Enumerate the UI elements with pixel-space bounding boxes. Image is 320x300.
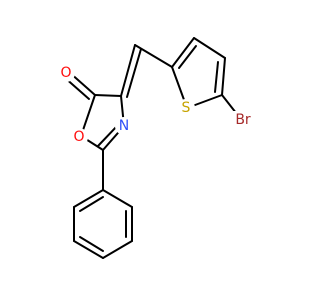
- atom-label-s: S: [182, 100, 191, 116]
- bond-c4-ch-double: [126, 48, 142, 98]
- structure-diagram: O O N S Br: [57, 37, 254, 259]
- atom-bromine: Br: [232, 111, 254, 129]
- bond-th-c4-c5: [221, 57, 226, 96]
- bond-ph-6-1: [73, 189, 104, 208]
- bond-th-c2-c3: [171, 37, 195, 68]
- bond-ph-1-2: [102, 189, 133, 208]
- bond-th-c2-c3-double: [178, 45, 197, 69]
- bond-c2-n-double: [97, 124, 119, 147]
- atom-ring-oxygen: O: [70, 128, 88, 146]
- atom-label-o-ring: O: [73, 129, 84, 145]
- bond-ch-thiophene: [134, 44, 173, 68]
- atom-label-br: Br: [235, 112, 251, 128]
- bond-c5-c4: [94, 94, 122, 97]
- bond-ph-6-1-double: [79, 196, 104, 212]
- atom-label-o-carbonyl: O: [60, 65, 71, 81]
- bond-ph-4-5-double: [79, 236, 104, 252]
- atom-sulfur: S: [177, 99, 195, 117]
- atom-nitrogen: N: [115, 117, 133, 135]
- atom-label-n: N: [119, 118, 129, 134]
- bond-c4-ch: [120, 44, 136, 97]
- molecule-canvas: O O N S Br: [57, 37, 254, 259]
- bond-th-c3-c4: [193, 37, 226, 59]
- bond-ph-3-4: [102, 240, 133, 259]
- bond-th-c4-c5-double: [214, 61, 219, 93]
- bond-ph-4-5: [73, 240, 104, 259]
- atom-carbonyl-oxygen: O: [57, 64, 75, 82]
